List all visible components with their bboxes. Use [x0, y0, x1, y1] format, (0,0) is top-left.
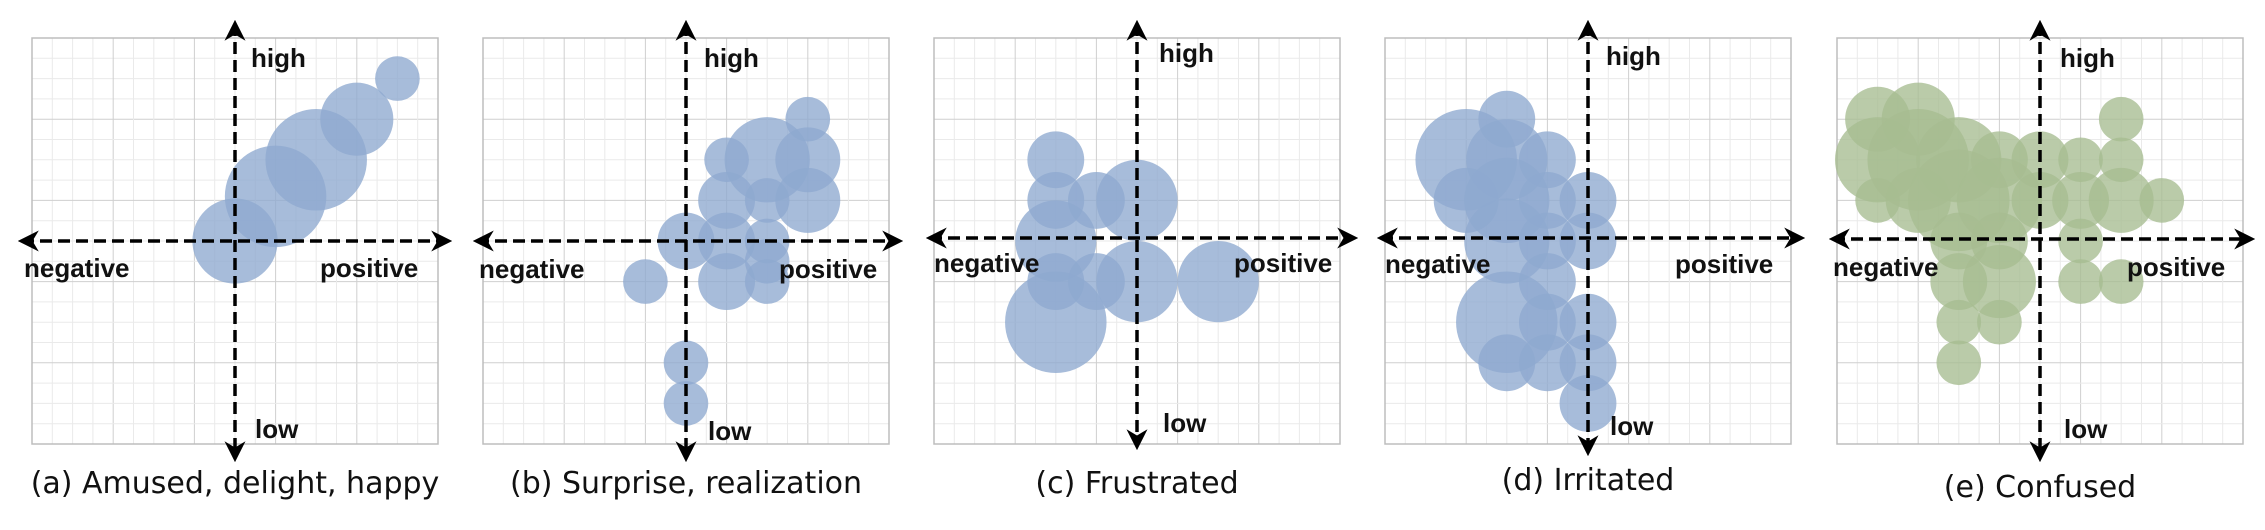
- label-low: low: [2064, 414, 2108, 444]
- panel-caption: (a) Amused, delight, happy: [31, 466, 440, 501]
- bubbles: [1415, 90, 1617, 432]
- label-negative: negative: [934, 248, 1040, 278]
- bubble: [1518, 334, 1576, 392]
- bubble: [1936, 299, 1982, 345]
- label-low: low: [1163, 408, 1207, 438]
- bubble: [320, 82, 394, 156]
- panel-e: high low negative positive (e) Confused: [1828, 19, 2256, 505]
- bubble: [2139, 178, 2185, 223]
- panel-d: high low negative positive (d) Irritated: [1376, 19, 1806, 498]
- bubble: [2088, 167, 2154, 233]
- panel-a: high low negative positive (a) Amused, d…: [17, 19, 453, 501]
- panel-caption: (e) Confused: [1944, 470, 2136, 505]
- bubble: [698, 253, 756, 311]
- label-positive: positive: [320, 253, 418, 283]
- bubble: [785, 96, 831, 142]
- bubble: [2098, 96, 2144, 142]
- bubble: [1977, 299, 2022, 345]
- label-positive: positive: [1234, 248, 1332, 278]
- bubble: [1936, 340, 1982, 386]
- bubble: [663, 340, 709, 386]
- label-negative: negative: [1833, 252, 1939, 282]
- label-high: high: [1606, 41, 1661, 71]
- label-positive: positive: [1675, 249, 1773, 279]
- label-low: low: [255, 414, 299, 444]
- bubbles: [192, 56, 420, 284]
- bubble: [1027, 131, 1085, 189]
- label-high: high: [704, 43, 759, 73]
- panel-caption: (d) Irritated: [1502, 463, 1675, 498]
- bubble: [1962, 245, 2036, 319]
- label-high: high: [251, 43, 306, 73]
- bubble: [744, 259, 790, 304]
- bubble: [2058, 137, 2103, 183]
- bubble: [375, 56, 420, 101]
- bubble: [2058, 259, 2103, 304]
- bubble: [775, 127, 841, 193]
- label-negative: negative: [1385, 249, 1491, 279]
- bubble: [2098, 259, 2144, 304]
- label-low: low: [1610, 411, 1654, 441]
- panel-b: high low negative positive (b) Surprise,…: [472, 19, 904, 501]
- bubble: [1518, 293, 1576, 351]
- label-high: high: [1159, 38, 1214, 68]
- bubble: [1478, 334, 1536, 392]
- panel-caption: (b) Surprise, realization: [510, 466, 862, 501]
- label-negative: negative: [24, 253, 130, 283]
- panel-c: high low negative positive (c) Frustrate…: [925, 19, 1359, 501]
- bubble: [623, 259, 668, 304]
- bubbles: [1005, 131, 1259, 373]
- label-high: high: [2060, 43, 2115, 73]
- bubble: [2058, 218, 2103, 264]
- bubble: [1177, 241, 1259, 323]
- label-positive: positive: [779, 254, 877, 284]
- bubble: [1005, 271, 1107, 373]
- label-low: low: [708, 416, 752, 446]
- label-positive: positive: [2127, 252, 2225, 282]
- panel-caption: (c) Frustrated: [1035, 466, 1238, 501]
- label-negative: negative: [479, 254, 585, 284]
